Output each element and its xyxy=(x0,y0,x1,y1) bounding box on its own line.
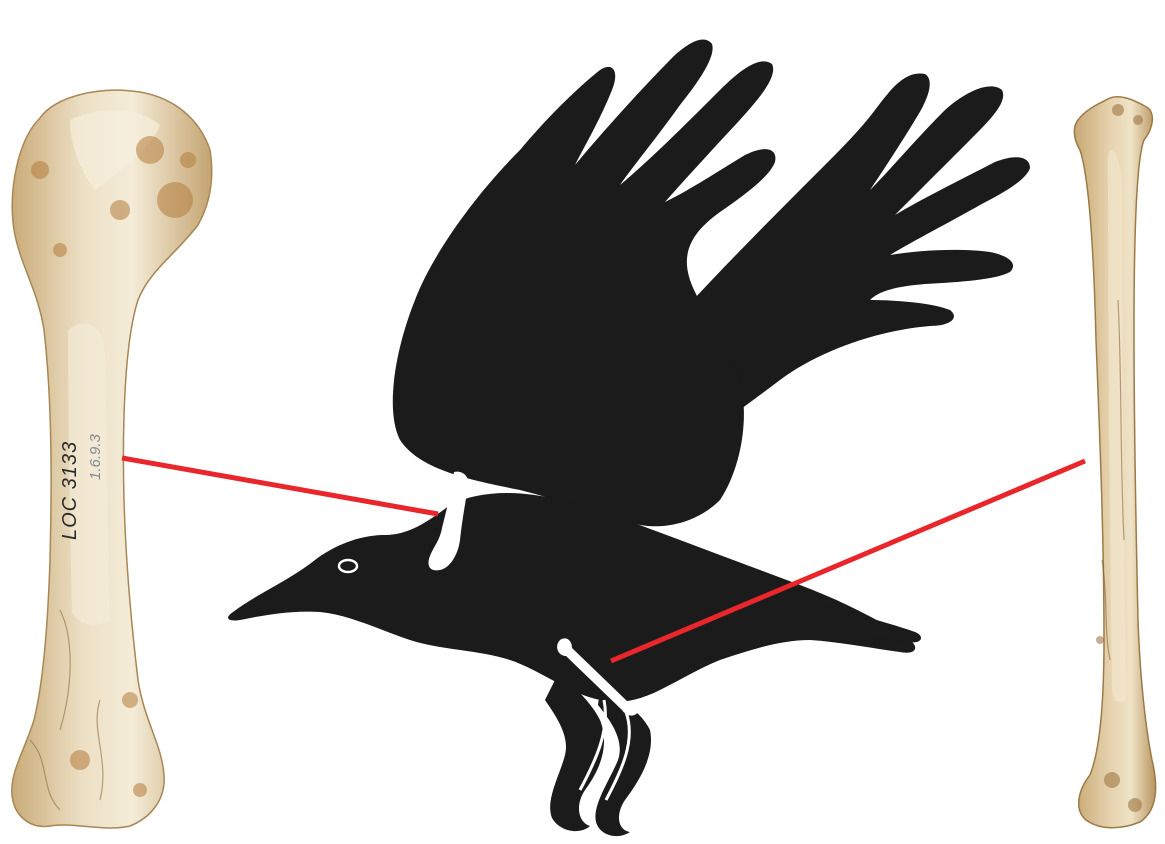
humerus-fossil-photo: LOC 3133 1.6.9.3 xyxy=(12,90,212,828)
specimen-label: LOC 3133 xyxy=(59,441,81,540)
raven-silhouette xyxy=(228,40,1030,837)
humerus-pointer-line xyxy=(122,458,438,514)
specimen-label-secondary: 1.6.9.3 xyxy=(87,433,104,480)
femur-fossil-photo xyxy=(1074,97,1155,828)
body-head xyxy=(228,493,915,702)
